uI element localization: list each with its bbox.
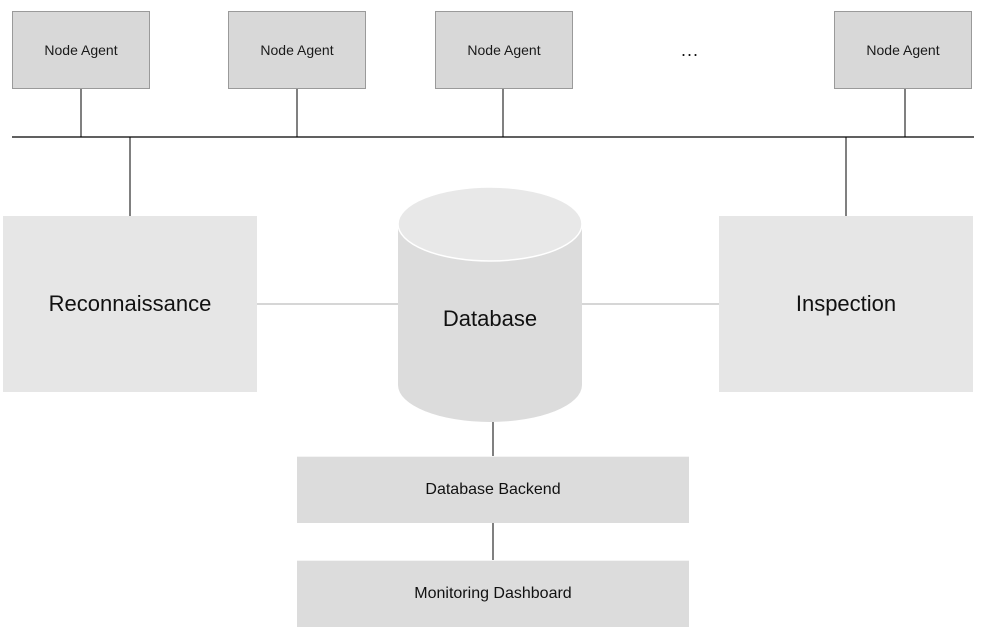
node-agent-label: Node Agent [44, 42, 118, 58]
monitoring-dashboard-label: Monitoring Dashboard [414, 585, 572, 602]
database-backend-label: Database Backend [425, 481, 561, 498]
monitoring-dashboard-box: Monitoring Dashboard [297, 560, 689, 627]
database-label: Database [442, 306, 538, 331]
node-agent-box: Node Agent [228, 11, 366, 89]
database-cylinder [397, 186, 583, 422]
node-agent-label: Node Agent [260, 42, 334, 58]
more-agents-ellipsis: ... [680, 40, 699, 60]
node-agent-box: Node Agent [435, 11, 573, 89]
node-agent-box: Node Agent [834, 11, 972, 89]
node-agent-box: Node Agent [12, 11, 150, 89]
reconnaissance-box: Reconnaissance [3, 216, 257, 392]
inspection-box: Inspection [719, 216, 973, 392]
reconnaissance-label: Reconnaissance [48, 291, 212, 316]
node-agent-label: Node Agent [866, 42, 940, 58]
inspection-label: Inspection [795, 291, 897, 316]
database-backend-box: Database Backend [297, 456, 689, 523]
node-agent-label: Node Agent [467, 42, 541, 58]
